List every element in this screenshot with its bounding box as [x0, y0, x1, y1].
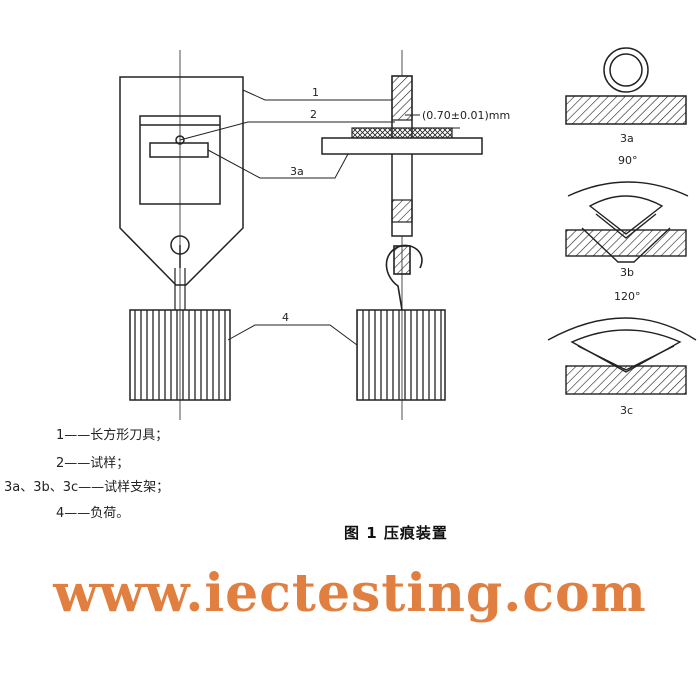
left-rod [174, 268, 186, 310]
right-weight [356, 309, 446, 401]
callout-3a: 3a [290, 165, 304, 178]
legend-item-2: 2——试样； [56, 456, 130, 471]
angle-120-label: 120° [614, 290, 641, 303]
leader-lines [179, 89, 460, 346]
indentation-apparatus-diagram: 1 2 3a 4 (0.70±0.01)mm 3a 90° 3b 120° 3c [119, 47, 697, 420]
watermark-text: www.iectesting.com [53, 563, 647, 624]
detail-3a-label: 3a [620, 132, 634, 145]
hook [385, 244, 423, 311]
callout-1: 1 [312, 86, 319, 99]
legend-item-3: 3a、3b、3c——试样支架； [4, 480, 170, 495]
support-plate [321, 137, 483, 155]
detail-3c [547, 317, 697, 395]
detail-3b-label: 3b [620, 266, 634, 279]
knife-holder [119, 76, 244, 286]
legend-item-4: 4——负荷。 [56, 506, 130, 521]
dimension-label: (0.70±0.01)mm [422, 109, 510, 122]
callout-2: 2 [310, 108, 317, 121]
figure-caption: 图 1 压痕装置 [344, 524, 448, 542]
left-weight [129, 309, 231, 401]
detail-3b [565, 181, 689, 263]
angle-90-label: 90° [618, 154, 638, 167]
right-knife-bar-hatch-top [391, 75, 413, 121]
right-knife-bar-hatch-low [391, 199, 413, 223]
legend-item-1: 1——长方形刀具； [56, 428, 169, 443]
detail-3a [565, 47, 687, 125]
detail-3c-label: 3c [620, 404, 633, 417]
callout-4: 4 [282, 311, 289, 324]
sample-specimen [351, 127, 453, 139]
